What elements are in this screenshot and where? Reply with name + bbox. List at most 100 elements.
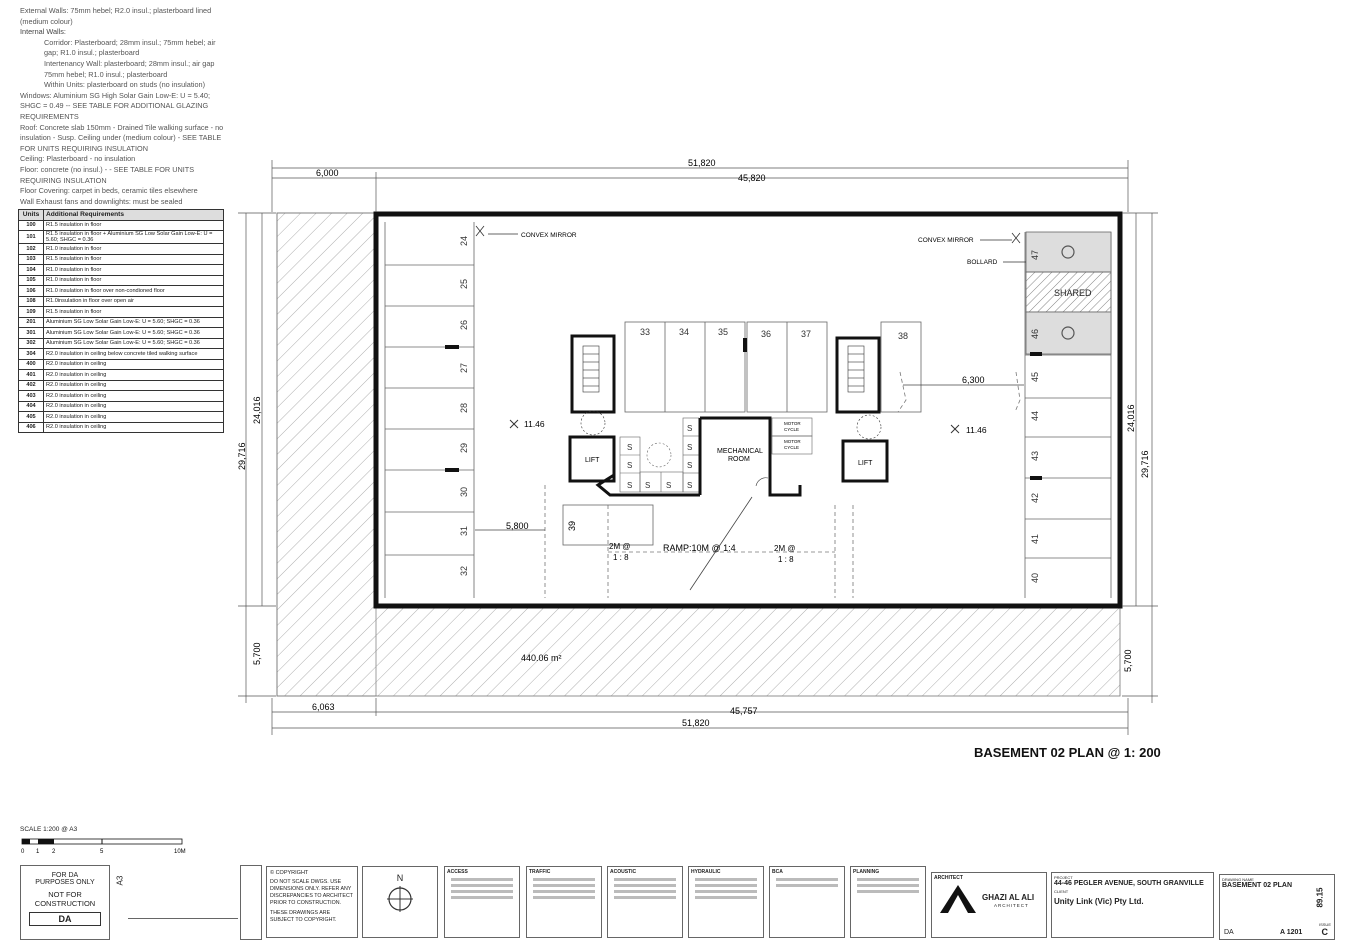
dimension-label: 5,700 [1123,649,1133,672]
space-number: 45 [1030,372,1040,382]
plan-title: BASEMENT 02 PLAN @ 1: 200 [974,745,1161,760]
motor-cycle-label: CYCLE [784,445,799,450]
dimension-label: 51,820 [682,718,710,728]
level-label: 11.46 [966,425,987,435]
space-number: 35 [718,327,728,337]
project-number: 89.15 [1315,887,1325,908]
space-number: 43 [1030,451,1040,461]
sheet-size: A3 [115,875,125,886]
dimension-label: 6,300 [962,375,985,385]
da-stamp: DA [29,912,101,926]
note-external-walls: External Walls: 75mm hebel; R2.0 insul.;… [20,6,212,26]
requirement-cell: R2.0 insulation in ceiling [43,421,224,433]
storage-label: S [687,481,692,490]
client-heading: CLIENT [1054,889,1069,894]
space-number: 24 [459,236,469,246]
storage-label: S [627,481,632,490]
ramp-arrow [689,496,753,591]
scale-tick: 2 [52,849,56,855]
scale-bar: 0 1 2 5 10M [21,838,186,855]
consultant-heading: ACOUSTIC [610,869,637,875]
requirement-cell: R1.5 insulation in floor + Aluminium SG … [43,230,224,244]
space-number: 38 [898,331,908,341]
dimension-label: 5,800 [506,521,529,531]
overall-dimension-lines [238,160,1158,735]
copyright-text: DO NOT SCALE DWGS. USE DIMENSIONS ONLY. … [270,879,353,906]
space-number: 28 [459,403,469,413]
motor-cycle-bay [771,435,813,455]
project-address: 44-46 PEGLER AVENUE, SOUTH GRANVILLE [1054,880,1204,887]
right-stair-core [835,336,881,414]
space-number: 37 [801,329,811,339]
mechanical-room [700,416,802,497]
mechanical-room-label: MECHANICAL [717,448,763,455]
accessible-bay [1025,231,1112,273]
storage-label: S [627,461,632,470]
dimension-label: 29,716 [1140,450,1150,478]
scale-tick: 10M [174,849,186,855]
dimension-label: 24,016 [252,396,262,424]
bollard-label: BOLLARD [967,259,998,266]
sheet-size-box: A3 [112,865,128,940]
ramp [544,371,1021,598]
space-number: 33 [640,327,650,337]
consultant-heading: TRAFFIC [529,869,551,875]
note-floor: Floor: concrete (no insul.) - - SEE TABL… [20,164,195,185]
left-stair-core [570,334,616,414]
space-number: 44 [1030,411,1040,421]
right-space-numbers: 47 46 45 44 43 42 41 40 [1030,250,1040,583]
left-space-numbers: 24 25 26 27 28 29 30 31 32 [459,236,469,576]
drawing-number: A 1201 [1280,929,1303,936]
consultant-box-acoustic: ACOUSTIC [607,866,683,938]
client-name: Unity Link (Vic) Pty Ltd. [1054,897,1144,906]
note-ceiling: Ceiling: Plasterboard - no insulation [20,154,136,164]
construction-notes: External Walls: 75mm hebel; R2.0 insul.;… [20,6,230,207]
motor-cycle-label: CYCLE [784,427,799,432]
level-marker-icon [509,419,960,434]
drawing-name: BASEMENT 02 PLAN [1222,882,1293,889]
copyright-box: © COPYRIGHT DO NOT SCALE DWGS. USE DIMEN… [266,866,358,938]
consultant-box-traffic: TRAFFIC [526,866,602,938]
requirement-cell: R1.0 insulation in floor [43,243,224,255]
site-hatch [276,212,1121,697]
not-for-construction-line: NOT FOR [48,890,82,899]
da-notice-line: FOR DA [51,872,79,879]
mechanical-room-label: ROOM [728,456,750,463]
space-number: 47 [1030,250,1040,260]
copyright-heading: © COPYRIGHT [270,870,309,876]
note-wall-exhaust: Wall Exhaust fans and downlights: must b… [20,196,183,206]
scale-label: SCALE 1:200 @ A3 [20,826,78,833]
dimension-label: 5,700 [252,642,262,665]
consultant-box-access: ACCESS [444,866,520,938]
note-internal-wall: Within Units: plasterboard on studs (no … [44,80,206,90]
space-number: 46 [1030,329,1040,339]
note-roof: Roof: Concrete slab 150mm - Drained Tile… [20,122,224,153]
ramp-grade-label: 1 : 8 [778,555,794,564]
consultant-box-planning: PLANNING [850,866,926,938]
drawing-name-heading: DRAWING NAME [1222,877,1254,882]
space-number: 27 [459,363,469,373]
ramp-grade-label: 2M @ [774,544,795,553]
dimension-label: 24,016 [1126,404,1136,432]
column-header: Additional Requirements [43,209,224,221]
not-for-construction-line: CONSTRUCTION [34,899,96,908]
dimension-label: 29,716 [237,442,247,470]
shared-zone [1025,271,1112,313]
space-number: 40 [1030,573,1040,583]
consultant-heading: PLANNING [853,869,880,875]
note-internal-walls-heading: Internal Walls: [20,27,66,37]
storage-label: S [627,443,632,452]
dimension-label: 51,820 [688,158,716,168]
architect-name: GHAZI AL ALI [982,893,1035,902]
project-heading: PROJECT [1054,875,1073,880]
da-notice-box: FOR DA PURPOSES ONLY NOT FOR CONSTRUCTIO… [20,865,110,940]
space-number: 31 [459,526,469,536]
ramp-grade-label: 1 : 8 [613,553,629,562]
scale-tick: 1 [36,849,40,855]
scale-tick: 5 [100,849,104,855]
left-parking-bays [384,222,475,598]
stair-icon [580,345,606,436]
issue-letter: C [1321,927,1329,937]
